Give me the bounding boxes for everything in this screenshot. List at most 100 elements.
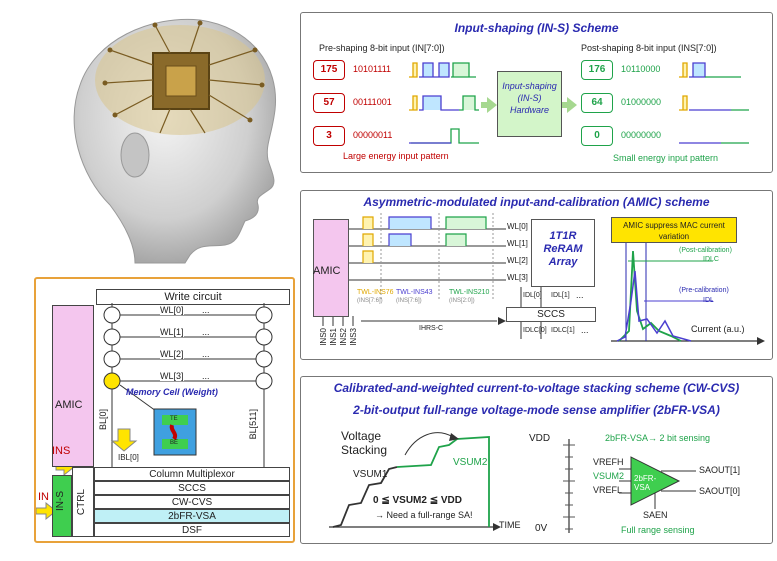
reram-array: 1T1R ReRAM Array	[531, 219, 595, 287]
macro-wl3: WL[3]	[160, 371, 184, 381]
macro-amic-label: AMIC	[55, 399, 83, 411]
input-shaping-panel: Input-shaping (IN-S) Scheme Pre-shaping …	[300, 12, 773, 173]
ins0-label: INS0	[319, 328, 328, 346]
timing-label-5: (INS[2:0])	[449, 298, 475, 304]
saen-label: SAEN	[643, 510, 668, 520]
pre-shaping-label: Pre-shaping 8-bit input (IN[7:0])	[319, 43, 445, 53]
wl2-label: WL[2]	[507, 256, 528, 265]
post-bits-1: 01000000	[621, 97, 662, 107]
pre-value-box-0: 175	[313, 60, 345, 80]
vrefh-label: VREFH	[593, 457, 624, 467]
cwcvs-panel: Calibrated-and-weighted current-to-volta…	[300, 376, 773, 544]
sensing-note: 2bFR-VSA→ 2 bit sensing	[605, 433, 711, 443]
macro-amic-block	[52, 305, 94, 467]
pre-cal-label: (Pre-calibration)	[679, 287, 729, 294]
timing-label-2: TWL-INS43	[396, 289, 433, 296]
post-bits-0: 10110000	[621, 64, 661, 74]
timing-label-3: (INS[7:6])	[396, 298, 422, 304]
timing-label-1: (INS[7:6])	[357, 298, 383, 304]
ctrl-block	[72, 467, 94, 537]
macro-wires	[36, 303, 273, 521]
wl0-ellipsis: ...	[202, 305, 210, 315]
te-label: TE	[170, 416, 178, 422]
vsum1-label: VSUM1	[353, 469, 388, 480]
full-range-label: Full range sensing	[621, 525, 695, 535]
amic-callout: AMIC suppress MAC current variation	[611, 217, 737, 243]
idlc-ellipsis: ...	[581, 325, 589, 335]
macro-wl2: WL[2]	[160, 349, 184, 359]
amic-block-label: AMIC	[313, 265, 341, 277]
amic-panel: Asymmetric-modulated input-and-calibrati…	[300, 190, 773, 360]
post-value-box-0: 176	[581, 60, 613, 80]
vsum2-input-label: VSUM2	[593, 471, 625, 481]
head-illustration	[40, 5, 300, 265]
post-value-box-1: 64	[581, 93, 613, 113]
sccs-block: SCCS	[94, 481, 290, 495]
inequality-label: 0 ≦ VSUM2 ≦ VDD	[373, 495, 462, 506]
pre-value-box-2: 3	[313, 126, 345, 146]
time-label: TIME	[499, 520, 521, 530]
bl0-label: BL[0]	[98, 409, 108, 431]
memory-cell-label: Memory Cell (Weight)	[126, 387, 218, 397]
amplifier-label: 2bFR-VSA	[634, 474, 657, 492]
wl3-ellipsis: ...	[202, 371, 210, 381]
input-shaping-hardware: Input-shaping (IN-S) Hardware	[497, 71, 562, 137]
current-axis-label: Current (a.u.)	[691, 324, 745, 334]
ins1-label: INS1	[329, 328, 338, 346]
large-energy-caption: Large energy input pattern	[343, 151, 449, 161]
in-label: IN	[38, 491, 49, 503]
wl1-ellipsis: ...	[202, 327, 210, 337]
ins-label: INS	[52, 445, 71, 457]
amic-wires	[322, 213, 765, 345]
post-cal-symbol: IDLC	[703, 256, 719, 263]
pre-bits-1: 00111001	[353, 97, 392, 107]
vsum2-label: VSUM2	[453, 457, 488, 468]
wl0-label: WL[0]	[507, 222, 528, 231]
small-energy-caption: Small energy input pattern	[613, 153, 719, 163]
vsa-block: 2bFR-VSA	[94, 509, 290, 523]
timing-label-0: TWL-INS76	[357, 289, 394, 296]
pre-cal-symbol: IDL	[703, 297, 714, 304]
saout1-label: SAOUT[1]	[699, 465, 741, 475]
post-cal-label: (Post-calibration)	[679, 247, 732, 254]
input-shaping-wires	[409, 62, 749, 144]
pre-bits-2: 00000011	[353, 130, 393, 140]
ibl0-label: IBL[0]	[118, 453, 139, 462]
dsf-block: DSF	[94, 523, 290, 537]
post-bits-2: 00000000	[621, 130, 662, 140]
bl511-label: BL[511]	[248, 409, 258, 440]
post-value-box-2: 0	[581, 126, 613, 146]
idl1-label: IDL[1]	[551, 292, 570, 299]
column-multiplexor-block: Column Multiplexor	[94, 467, 290, 481]
wl3-label: WL[3]	[507, 273, 528, 282]
idl-ellipsis: ...	[576, 290, 584, 300]
timing-label-4: TWL-INS210	[449, 289, 490, 296]
post-shaping-label: Post-shaping 8-bit input (INS[7:0])	[581, 43, 717, 53]
voltage-stacking-label: Voltage Stacking	[341, 429, 388, 457]
saout0-label: SAOUT[0]	[699, 486, 741, 496]
cw-cvs-block: CW-CVS	[94, 495, 290, 509]
vrefl-label: VREFL	[593, 485, 623, 495]
macro-wl0: WL[0]	[160, 305, 184, 315]
zero-v-label: 0V	[535, 523, 548, 534]
wl1-label: WL[1]	[507, 239, 528, 248]
idlc1-label: IDLC[1]	[551, 327, 575, 334]
cwcvs-subtitle: 2-bit-output full-range voltage-mode sen…	[353, 403, 720, 417]
write-circuit-block: Write circuit	[96, 289, 290, 305]
pre-value-box-1: 57	[313, 93, 345, 113]
wl2-ellipsis: ...	[202, 349, 210, 359]
idl0-label: IDL[0]	[523, 292, 542, 299]
in-s-block	[52, 475, 72, 537]
pre-bits-0: 10101111	[353, 64, 392, 74]
macro-panel: Write circuit AMIC WL[0] WL[1] WL[2] WL[…	[34, 277, 295, 543]
ctrl-label: CTRL	[76, 489, 87, 516]
amic-block	[313, 219, 349, 317]
macro-wl1: WL[1]	[160, 327, 184, 337]
cwcvs-plot	[329, 432, 696, 533]
amic-sccs-block: SCCS	[506, 307, 596, 322]
input-shaping-title: Input-shaping (IN-S) Scheme	[454, 21, 619, 35]
in-s-label: IN-S	[55, 491, 66, 511]
be-label: BE	[170, 440, 179, 446]
amic-title: Asymmetric-modulated input-and-calibrati…	[363, 195, 710, 209]
need-sa-label: → Need a full-range SA!	[375, 510, 473, 520]
